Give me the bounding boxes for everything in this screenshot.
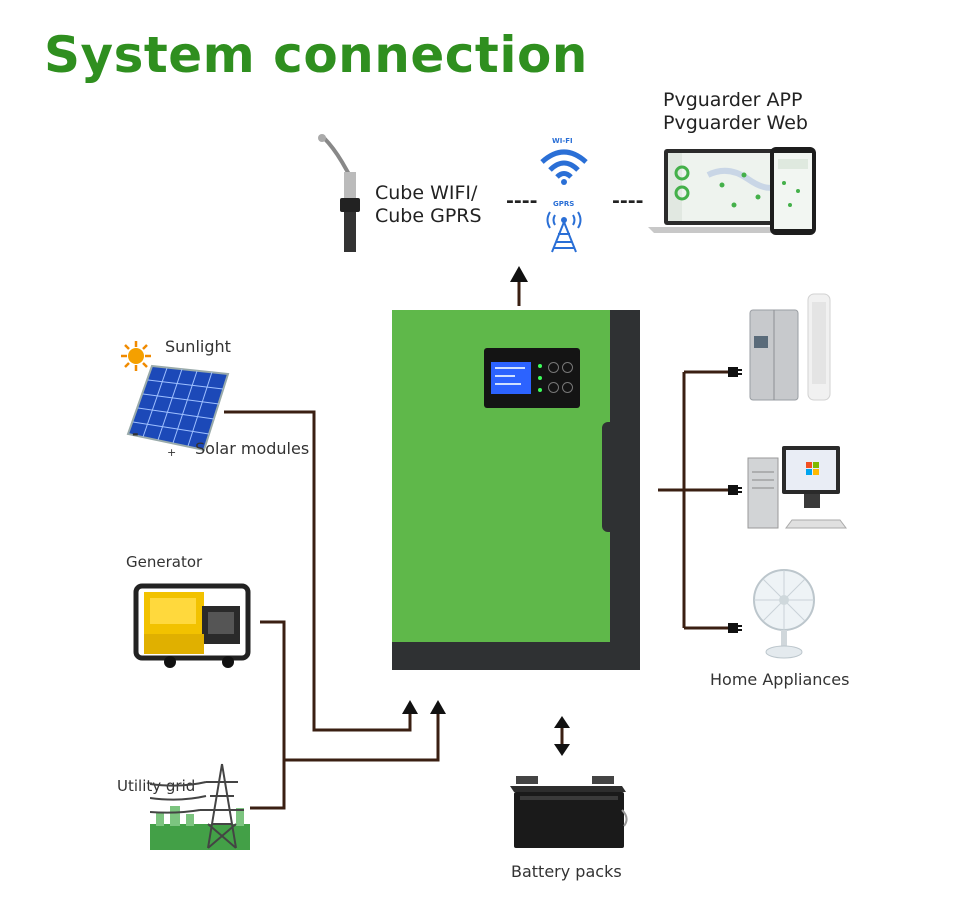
status-led-3 — [538, 388, 542, 392]
solar-modules-label: Solar modules — [195, 439, 310, 458]
solar-wire — [224, 410, 412, 732]
home-appliances-label: Home Appliances — [710, 670, 850, 689]
battery-icon — [510, 776, 628, 848]
arrow-head-uplink — [510, 266, 528, 282]
page-title: System connection — [44, 26, 588, 84]
inverter-lcd-screen — [491, 362, 531, 394]
utility-wire — [250, 760, 286, 810]
solar-plus-label: + — [167, 446, 177, 459]
wifi-icon — [540, 149, 588, 185]
platform-app-label: Pvguarder APP — [663, 89, 803, 111]
status-led-2 — [538, 376, 542, 380]
plug-1 — [728, 367, 738, 377]
generator-icon — [133, 583, 251, 668]
button-3 — [548, 382, 559, 393]
arrow-head-battery-up — [554, 716, 570, 728]
sun-icon — [121, 341, 151, 371]
refrigerator-fan-icon — [749, 293, 831, 401]
inverter — [392, 310, 640, 670]
utility-tower-icon — [150, 763, 250, 850]
link-separator-left: ---- — [506, 190, 538, 212]
solar-minus-label: - — [132, 424, 139, 443]
generator-label: Generator — [126, 553, 203, 571]
button-1 — [548, 362, 559, 373]
arrow-head-solar — [402, 700, 418, 714]
dongle-label-line2: Cube GPRS — [375, 205, 482, 227]
gprs-tower-icon — [546, 211, 582, 253]
plug-2 — [728, 485, 738, 495]
desk-fan-icon — [753, 569, 815, 659]
button-2 — [562, 362, 573, 373]
computer-icon — [747, 446, 847, 529]
button-4 — [562, 382, 573, 393]
inverter-base — [392, 642, 640, 670]
link-separator-right: ---- — [612, 190, 644, 212]
battery-packs-label: Battery packs — [511, 862, 622, 881]
dongle-icon — [318, 134, 360, 252]
wifi-label: WI-FI — [552, 137, 573, 145]
arrow-head-battery-down — [554, 744, 570, 756]
status-led-1 — [538, 364, 542, 368]
utility-grid-label: Utility grid — [117, 777, 196, 795]
plug-3 — [728, 623, 738, 633]
dongle-label-line1: Cube WIFI/ — [375, 182, 478, 204]
platform-web-label: Pvguarder Web — [663, 112, 808, 134]
sunlight-label: Sunlight — [165, 337, 231, 356]
arrow-head-generator — [430, 700, 446, 714]
inverter-handle — [602, 422, 614, 532]
inverter-side-panel — [610, 310, 640, 670]
solar-panel-icon — [126, 364, 230, 452]
gprs-label: GPRS — [553, 200, 575, 208]
inverter-control-panel — [484, 348, 580, 408]
laptop-phone-icon — [648, 147, 816, 235]
